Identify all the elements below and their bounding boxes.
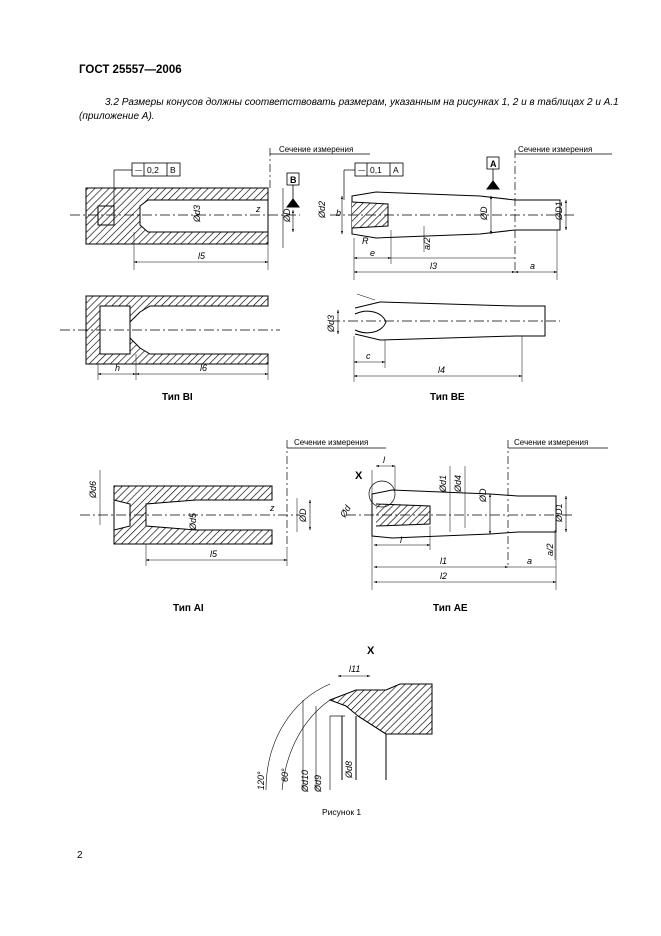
dim-ae-l2: l2 (440, 571, 447, 581)
dim-bi-l5: l5 (198, 251, 206, 261)
dim-be-e: e (370, 248, 375, 258)
dim-ae-l-top: l (383, 455, 386, 465)
dim-ae-d: Ød (338, 503, 354, 520)
dim-ai-d5: Ød5 (188, 512, 198, 531)
dim-x-d8: Ød8 (344, 761, 354, 779)
drawing-type-bi-section (70, 148, 370, 270)
dim-ai-z: z (269, 503, 275, 513)
dim-be-D: ØD (479, 206, 489, 221)
dim-be-b: b (336, 208, 341, 218)
dim-be-D1: ØD1 (554, 201, 564, 221)
drawing-type-ai (80, 440, 386, 566)
flatness-symbol-bi: ⏤ (135, 165, 143, 175)
angle-60: 60° (280, 768, 290, 782)
dim-bi-h: h (115, 363, 120, 373)
dim-x-d10: Ød10 (300, 770, 310, 793)
dim-be-l3: l3 (430, 261, 437, 271)
section-label-bi: Сечение измерения (279, 145, 353, 154)
dim-ae-l1: l1 (440, 556, 447, 566)
intro-paragraph: 3.2 Размеры конусов должны соответствова… (79, 96, 619, 124)
caption-type-ae: Тип AE (433, 603, 468, 614)
dim-be-d2: Ød2 (317, 201, 327, 219)
dim-bi-d3: Ød3 (192, 205, 202, 223)
dim-ai-d6: Ød6 (88, 481, 98, 499)
dim-be-a: a (530, 261, 535, 271)
caption-type-bi: Тип BI (162, 392, 193, 403)
datum-a-letter: A (490, 159, 497, 169)
section-label-ai: Сечение измерения (294, 438, 368, 447)
drawing-type-ae (346, 440, 608, 590)
dim-be-c: c (366, 351, 371, 361)
dim-x-l11: l11 (349, 664, 360, 674)
standard-header: ГОСТ 25557—2006 (79, 64, 182, 76)
dim-ae-D: ØD (478, 488, 488, 503)
drawing-detail-x (265, 674, 433, 791)
tolerance-value-bi: 0,2 (147, 165, 159, 175)
dim-be-d3: Ød3 (326, 315, 336, 333)
dim-ae-d4: Ød4 (453, 475, 463, 493)
dim-ae-a2: a/2 (545, 543, 555, 556)
caption-type-ai: Тип AI (173, 603, 204, 614)
page-number: 2 (77, 850, 83, 861)
tolerance-datum-bi: B (170, 165, 176, 175)
dim-ae-l: l (400, 535, 403, 545)
angle-120: 120° (256, 771, 266, 790)
figure-caption: Рисунок 1 (322, 807, 361, 817)
dim-x-d9: Ød9 (313, 775, 323, 793)
detail-x-title: X (367, 645, 375, 657)
detail-x-callout: X (355, 470, 363, 482)
dim-ai-l5: l5 (210, 549, 218, 559)
dim-ae-a: a (527, 556, 532, 566)
drawing-type-be-section (330, 150, 612, 280)
section-label-be: Сечение измерения (518, 145, 592, 154)
paragraph-text: Размеры конусов должны соответствовать р… (79, 97, 619, 122)
drawing-type-bi-hole (60, 295, 280, 380)
flatness-symbol-be: ⏤ (358, 165, 366, 175)
tolerance-value-be: 0,1 (370, 165, 382, 175)
dim-ae-D1: ØD1 (554, 503, 564, 523)
dim-bi-D: ØD (282, 208, 292, 223)
dim-bi-z: z (255, 204, 261, 214)
paragraph-number: 3.2 (105, 97, 119, 108)
drawing-type-be-shank (330, 293, 560, 382)
tolerance-datum-be: A (393, 165, 399, 175)
dim-bi-l6: l6 (200, 363, 207, 373)
dim-ae-d1: Ød1 (438, 475, 448, 493)
caption-type-be: Тип BE (430, 392, 465, 403)
datum-b-letter: B (290, 175, 297, 185)
dim-be-R: R (362, 236, 369, 246)
dim-be-l4: l4 (438, 365, 445, 375)
dim-be-a2: a/2 (422, 237, 432, 250)
dim-ai-D: ØD (298, 508, 308, 523)
section-label-ae: Сечение измерения (514, 438, 588, 447)
